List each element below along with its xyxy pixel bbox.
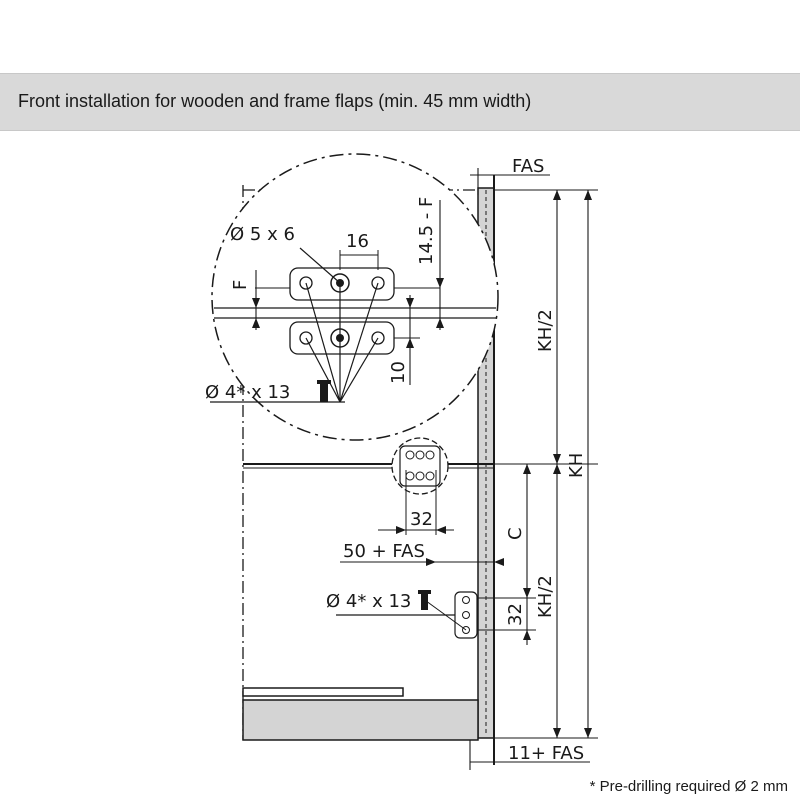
label-14-5-f: 14.5 - F <box>416 197 437 265</box>
label-c: C <box>505 527 526 540</box>
label-f: F <box>230 280 251 290</box>
label-50-fas: 50 + FAS <box>343 541 425 562</box>
bottom-board <box>242 699 479 741</box>
page-title: Front installation for wooden and frame … <box>18 91 532 111</box>
footnote: * Pre-drilling required Ø 2 mm <box>589 778 788 795</box>
label-11-fas: 11+ FAS <box>508 743 584 764</box>
label-dia-4x13-upper: Ø 4* x 13 <box>205 382 290 403</box>
label-dia-5x6: Ø 5 x 6 <box>230 224 295 245</box>
label-fas-top: FAS <box>512 156 544 177</box>
screw-icon <box>317 380 331 402</box>
header-bar: Front installation for wooden and frame … <box>0 73 800 131</box>
hinge-plate-bottom <box>454 591 478 639</box>
label-kh-half-lower: KH/2 <box>535 575 556 618</box>
label-16: 16 <box>346 231 369 252</box>
hinge-plate-upper <box>289 267 395 301</box>
hinge-plate-middle <box>399 445 441 487</box>
label-dia-4x13-lower: Ø 4* x 13 <box>326 591 411 612</box>
screw-icon-lower <box>418 590 431 610</box>
label-10: 10 <box>388 361 409 384</box>
bottom-handle <box>242 687 404 697</box>
label-32-lower: 32 <box>505 603 526 626</box>
hinge-plate-lower <box>289 321 395 355</box>
label-kh: KH <box>566 453 587 478</box>
label-kh-half-upper: KH/2 <box>535 309 556 352</box>
label-32-upper: 32 <box>410 509 433 530</box>
